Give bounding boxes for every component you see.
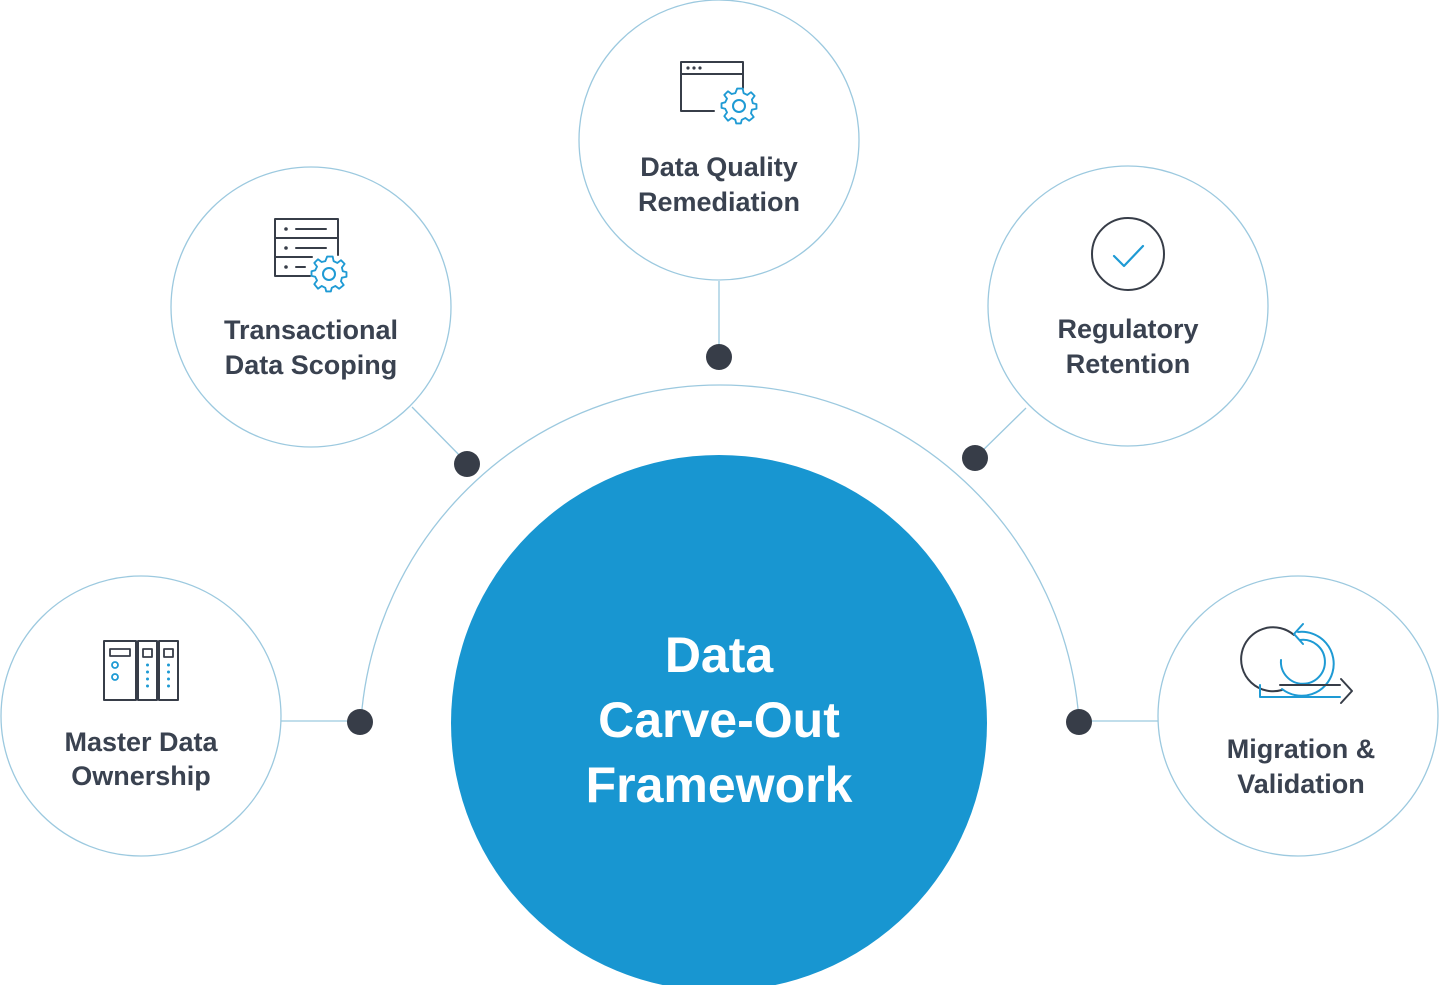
node-label-master-line1: Master Data	[64, 727, 218, 757]
node-label-regulatory-line2: Retention	[1066, 349, 1191, 379]
node-circle-transactional	[170, 166, 452, 448]
node-label-transactional-line1: Transactional	[224, 315, 398, 345]
center-title-line2: Carve-Out	[598, 692, 840, 748]
node-label-quality-line2: Remediation	[638, 187, 800, 217]
arc-dot-transactional	[454, 451, 480, 477]
arc-dot-migration	[1066, 709, 1092, 735]
node-label-migration-line1: Migration &	[1227, 734, 1376, 764]
node-label-transactional-line2: Data Scoping	[225, 350, 398, 380]
center-circle	[451, 455, 987, 985]
check-circle-icon	[1091, 217, 1165, 291]
node-label-regulatory-line1: Regulatory	[1057, 314, 1198, 344]
arc-dot-master	[347, 709, 373, 735]
node-label-master-line2: Ownership	[71, 761, 211, 791]
connector-arc	[360, 384, 1080, 721]
node-circle-master	[0, 575, 282, 857]
center-title-line1: Data	[665, 627, 775, 683]
server-racks-icon	[103, 640, 179, 701]
connector-transactional	[411, 406, 468, 464]
arc-dot-regulatory	[962, 445, 988, 471]
node-circle-regulatory	[987, 165, 1269, 447]
database-gear-icon	[274, 218, 348, 293]
arc-dot-quality	[706, 344, 732, 370]
node-circle-quality	[578, 0, 860, 281]
browser-gear-icon	[680, 61, 758, 125]
node-label-quality-line1: Data Quality	[640, 152, 798, 182]
cycle-arrow-icon	[1240, 623, 1353, 704]
node-circle-migration	[1157, 575, 1439, 857]
center-title-line3: Framework	[586, 757, 853, 813]
node-label-migration-line2: Validation	[1237, 769, 1365, 799]
